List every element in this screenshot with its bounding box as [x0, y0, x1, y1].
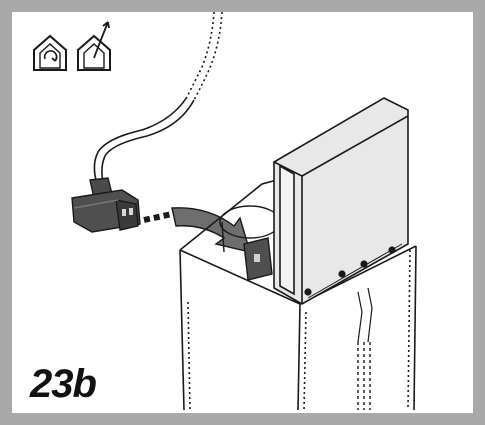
installation-diagram: [33, 12, 417, 411]
power-plug: [71, 177, 141, 233]
step-number-label: 23b: [30, 362, 97, 406]
support-lines: [357, 342, 371, 410]
recirculation-mode-icon: [33, 34, 67, 71]
power-socket: [243, 237, 273, 281]
insertion-arrow: [171, 207, 252, 253]
cable-upper-dotted: [186, 12, 223, 101]
motor-panel: [273, 97, 409, 305]
extraction-mode-icon: [77, 21, 111, 71]
insertion-guide: [143, 211, 173, 223]
mounting-clips: [304, 246, 396, 343]
power-cable: [93, 96, 195, 183]
